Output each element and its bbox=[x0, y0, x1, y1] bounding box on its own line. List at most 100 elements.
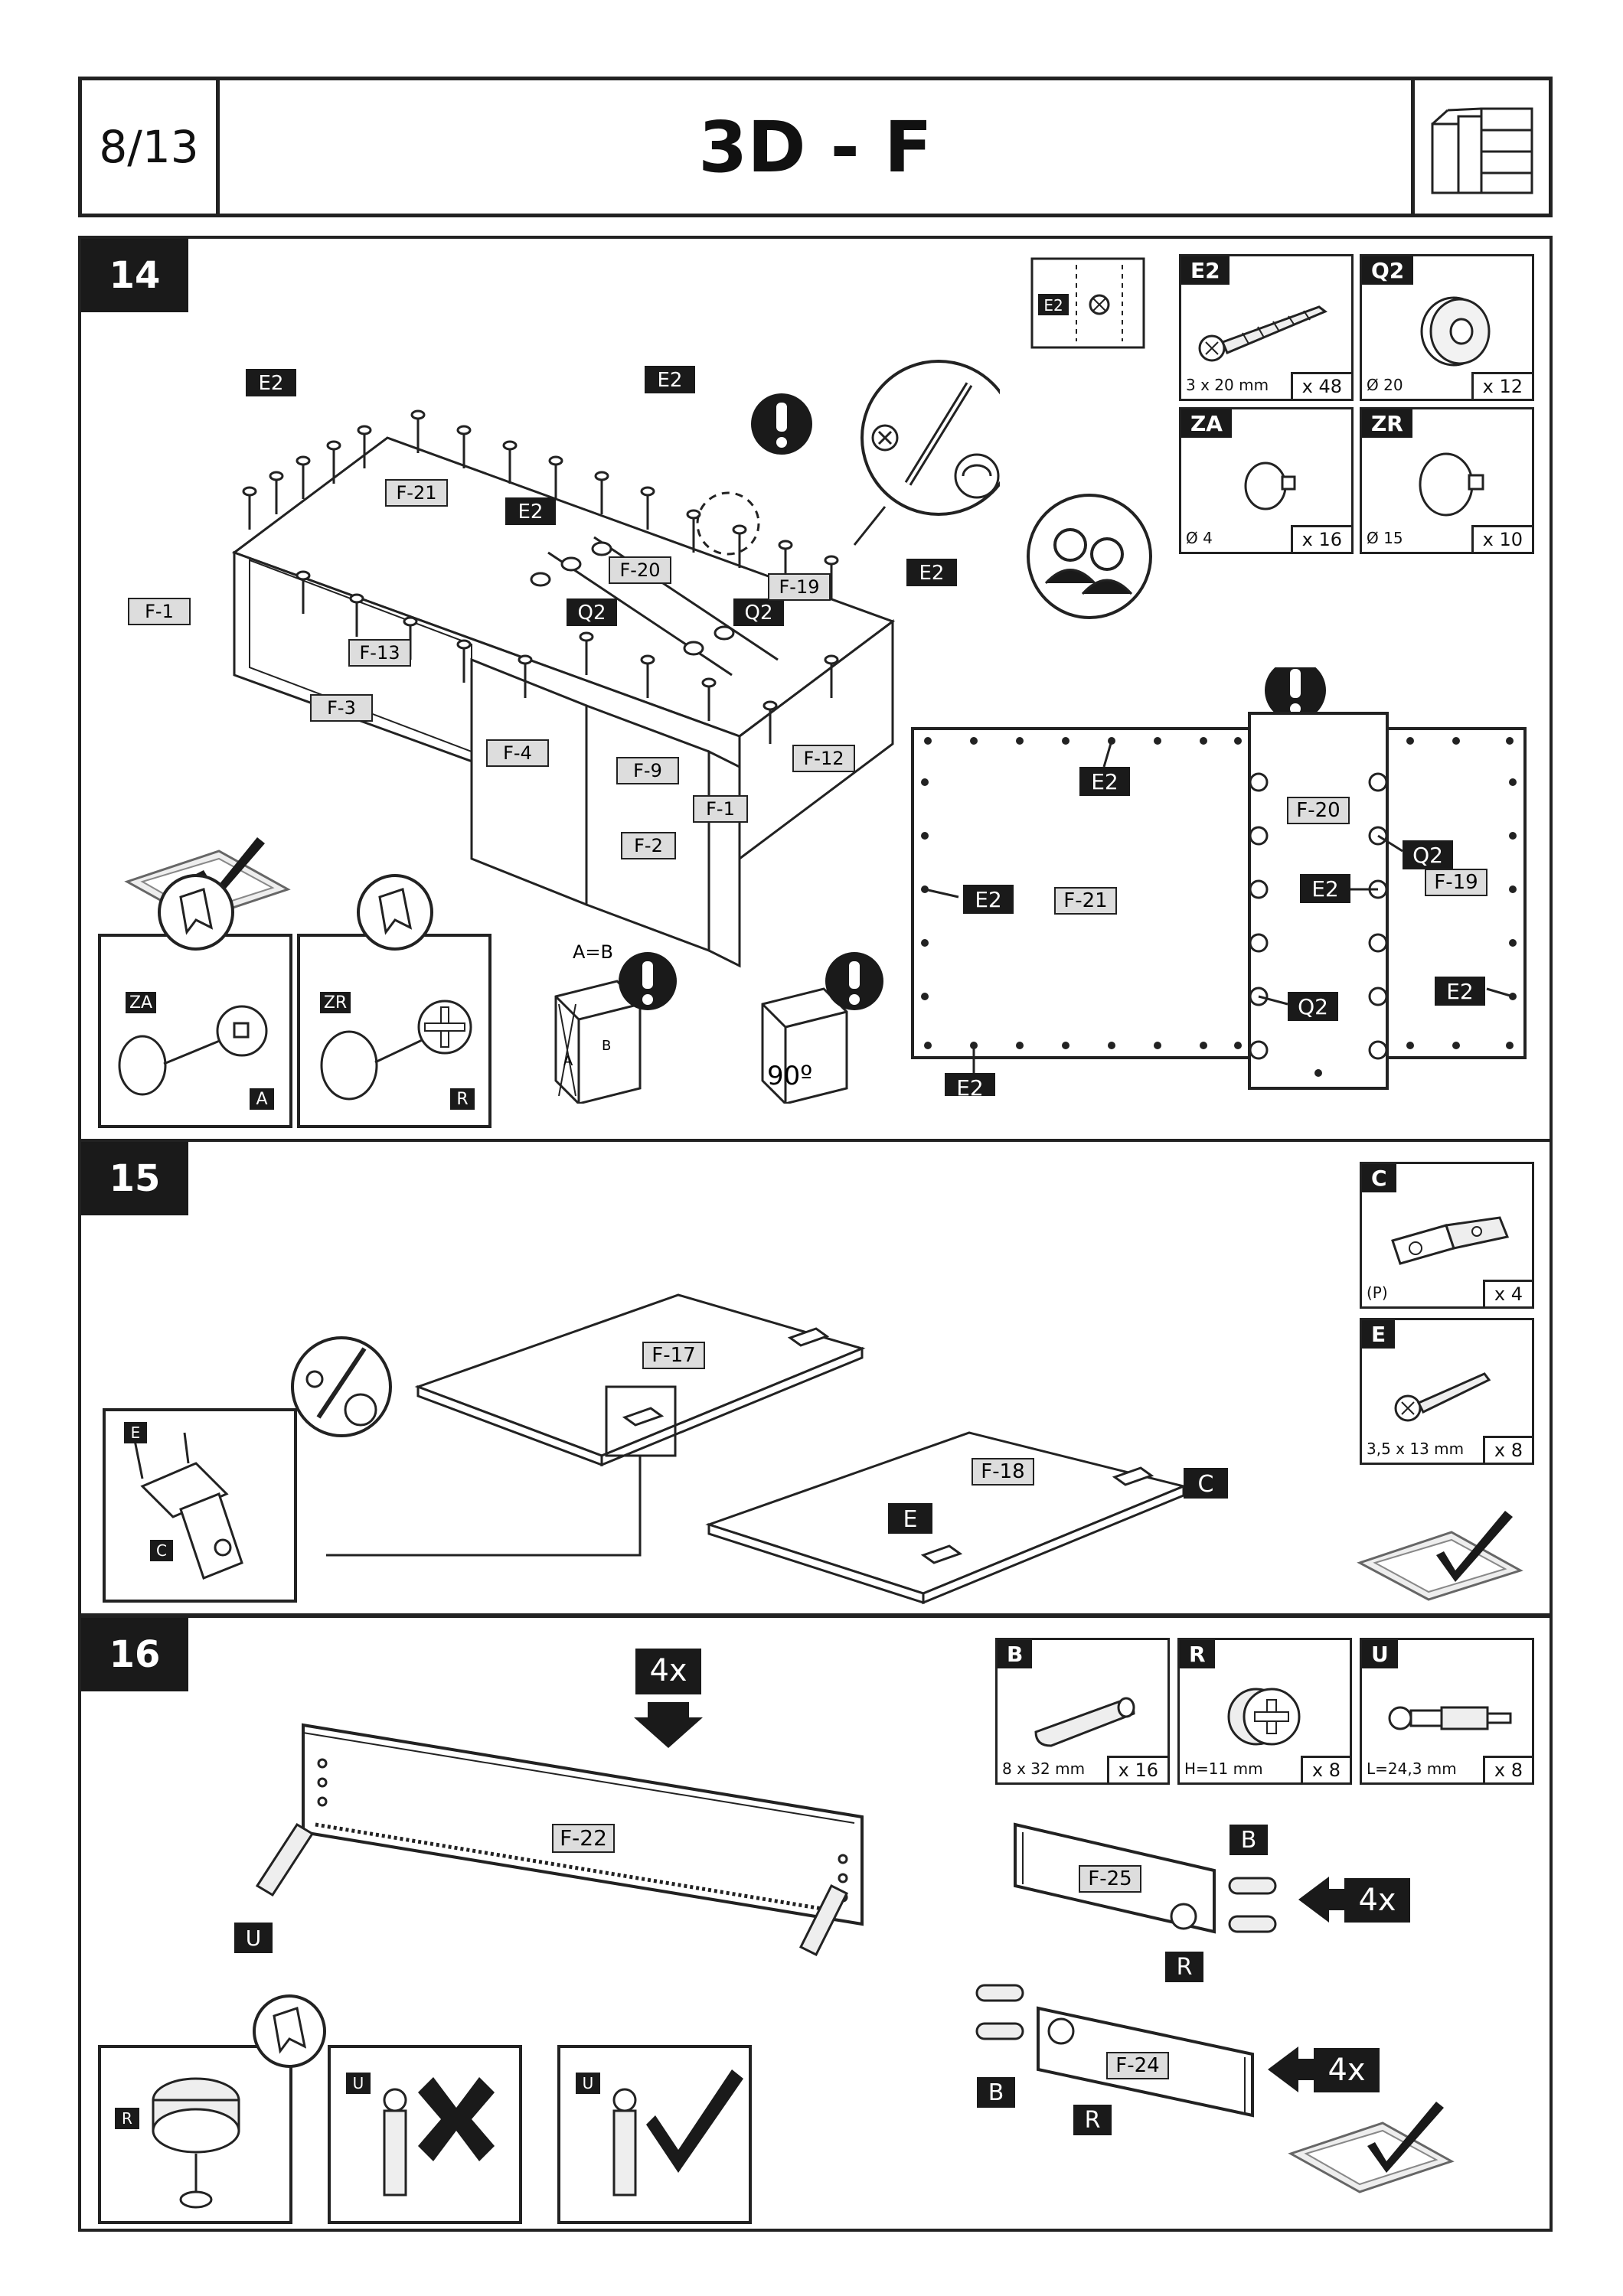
door-hinge-illustration: F-17 F-18 C E E C bbox=[103, 1293, 1228, 1605]
page-header: 8/13 3D - F bbox=[78, 77, 1553, 217]
svg-text:ZA: ZA bbox=[129, 993, 152, 1013]
part-box-b: B 8 x 32 mm x 16 bbox=[995, 1638, 1170, 1785]
hinge-icon bbox=[1391, 1216, 1510, 1265]
svg-text:B: B bbox=[602, 1038, 611, 1054]
page-title: 3D - F bbox=[698, 106, 932, 188]
svg-text:F-22: F-22 bbox=[560, 1825, 607, 1851]
svg-text:E2: E2 bbox=[518, 501, 544, 523]
svg-text:A: A bbox=[256, 1090, 267, 1109]
svg-text:A: A bbox=[563, 1053, 573, 1069]
svg-text:Q2: Q2 bbox=[1412, 843, 1443, 868]
svg-text:R: R bbox=[1085, 2107, 1101, 2134]
svg-text:F-4: F-4 bbox=[503, 742, 532, 764]
svg-text:A=B: A=B bbox=[573, 941, 613, 963]
svg-text:F-19: F-19 bbox=[779, 576, 819, 598]
svg-text:U: U bbox=[583, 2074, 594, 2092]
cam-bolt-detail-boxes: R U U bbox=[98, 1994, 752, 2224]
svg-text:F-20: F-20 bbox=[1296, 799, 1340, 822]
svg-text:E2: E2 bbox=[919, 562, 945, 585]
svg-text:90º: 90º bbox=[767, 1061, 812, 1091]
e2-marker-legend: E2 bbox=[1030, 257, 1145, 349]
step-15: 15 C (P) x 4 E 3,5 x 13 mm x 8 bbox=[78, 1139, 1553, 1616]
screwdriver-tool-icon bbox=[853, 360, 1000, 546]
svg-text:C: C bbox=[1198, 1471, 1214, 1498]
svg-text:F-2: F-2 bbox=[634, 835, 663, 856]
arrow-4x-icon: 4x bbox=[1298, 1877, 1410, 1923]
svg-text:4x: 4x bbox=[1327, 2053, 1365, 2088]
screw-icon bbox=[1198, 305, 1327, 362]
two-people-icon bbox=[1027, 494, 1152, 619]
svg-text:B: B bbox=[1241, 1827, 1257, 1854]
part-box-e2: E2 3 x 20 mm x 48 bbox=[1179, 254, 1354, 401]
step-number: 16 bbox=[81, 1618, 188, 1691]
svg-text:F-24: F-24 bbox=[1115, 2054, 1159, 2077]
mat-check-icon bbox=[1357, 1511, 1523, 1601]
cover-cap-large-icon bbox=[1419, 452, 1484, 517]
svg-text:4x: 4x bbox=[1358, 1883, 1396, 1918]
svg-text:F-1: F-1 bbox=[706, 798, 735, 820]
svg-text:E2: E2 bbox=[1091, 769, 1118, 794]
svg-text:Q2: Q2 bbox=[744, 602, 772, 625]
screw-icon bbox=[1394, 1372, 1491, 1422]
step-14: 14 E2 3 x 20 mm x 48 Q2 Ø 20 x 12 bbox=[78, 236, 1553, 1142]
svg-text:F-25: F-25 bbox=[1088, 1867, 1132, 1890]
cap-washer-icon bbox=[1420, 296, 1491, 367]
furniture-thumbnail-icon bbox=[1411, 80, 1549, 214]
front-view-diagram: E2 E2 E2 E2 Q2 Q2 E2 F-21 F-20 F-19 bbox=[911, 667, 1527, 1096]
part-box-za: ZA Ø 4 x 16 bbox=[1179, 407, 1354, 554]
part-box-zr: ZR Ø 15 x 10 bbox=[1360, 407, 1534, 554]
svg-text:F-21: F-21 bbox=[1063, 889, 1107, 912]
warning-icon bbox=[1265, 667, 1326, 721]
svg-text:F-1: F-1 bbox=[145, 601, 174, 622]
svg-text:F-20: F-20 bbox=[619, 559, 660, 581]
svg-text:E: E bbox=[903, 1506, 918, 1533]
step-number: 14 bbox=[81, 239, 188, 312]
svg-text:R: R bbox=[122, 2109, 132, 2128]
svg-text:R: R bbox=[1177, 1954, 1193, 1981]
svg-text:E2: E2 bbox=[1043, 296, 1063, 315]
step-number: 15 bbox=[81, 1142, 188, 1215]
svg-text:E: E bbox=[131, 1424, 141, 1442]
part-box-c: C (P) x 4 bbox=[1360, 1162, 1534, 1309]
cap-za-detail: ZA ZR A R bbox=[98, 874, 491, 1128]
part-box-q2: Q2 Ø 20 x 12 bbox=[1360, 254, 1534, 401]
part-box-e: E 3,5 x 13 mm x 8 bbox=[1360, 1318, 1534, 1465]
svg-text:B: B bbox=[988, 2079, 1004, 2106]
svg-text:F-21: F-21 bbox=[396, 482, 436, 504]
svg-text:E2: E2 bbox=[259, 372, 284, 395]
svg-text:F-3: F-3 bbox=[327, 697, 356, 719]
warning-icon bbox=[751, 393, 812, 455]
svg-text:F-17: F-17 bbox=[651, 1344, 695, 1367]
svg-text:ZR: ZR bbox=[324, 993, 347, 1013]
step-16: 16 B 8 x 32 mm x 16 R H=11 mm x 8 U bbox=[78, 1615, 1553, 2232]
cam-lock-icon bbox=[1227, 1688, 1301, 1746]
svg-text:F-19: F-19 bbox=[1434, 871, 1478, 894]
svg-text:F-13: F-13 bbox=[359, 642, 400, 664]
dowel-icon bbox=[1034, 1697, 1135, 1747]
cam-bolt-icon bbox=[1388, 1706, 1512, 1730]
svg-text:E2: E2 bbox=[658, 369, 683, 392]
cabinet-assembly-illustration: E2 E2 E2 E2 Q2 Q2 F-21 F-20 F-19 F-1 F-1… bbox=[124, 360, 1000, 968]
svg-text:Q2: Q2 bbox=[577, 602, 606, 625]
part-box-r: R H=11 mm x 8 bbox=[1177, 1638, 1352, 1785]
cover-cap-small-icon bbox=[1244, 461, 1296, 510]
svg-text:E2: E2 bbox=[975, 887, 1002, 912]
svg-text:4x: 4x bbox=[649, 1653, 687, 1688]
part-box-u: U L=24,3 mm x 8 bbox=[1360, 1638, 1534, 1785]
arrow-4x-icon: 4x bbox=[634, 1649, 703, 1748]
arrow-4x-icon: 4x bbox=[1268, 2047, 1380, 2092]
mat-check-icon bbox=[1288, 2102, 1455, 2193]
screwdriver-tool-icon bbox=[291, 1336, 392, 1437]
svg-text:R: R bbox=[456, 1090, 468, 1109]
page-number: 8/13 bbox=[82, 80, 220, 214]
svg-text:E2: E2 bbox=[956, 1075, 984, 1096]
cam-assembly-illustration: B R B R F-25 F-24 4x 4x bbox=[975, 1822, 1455, 2193]
back-panel-illustration: F-22 U 4x bbox=[234, 1649, 864, 1957]
svg-text:Q2: Q2 bbox=[1298, 994, 1328, 1019]
svg-text:U: U bbox=[246, 1926, 262, 1951]
svg-text:F-9: F-9 bbox=[633, 760, 662, 781]
svg-text:F-18: F-18 bbox=[981, 1460, 1024, 1483]
svg-text:F-12: F-12 bbox=[803, 748, 844, 769]
svg-text:C: C bbox=[156, 1541, 167, 1560]
